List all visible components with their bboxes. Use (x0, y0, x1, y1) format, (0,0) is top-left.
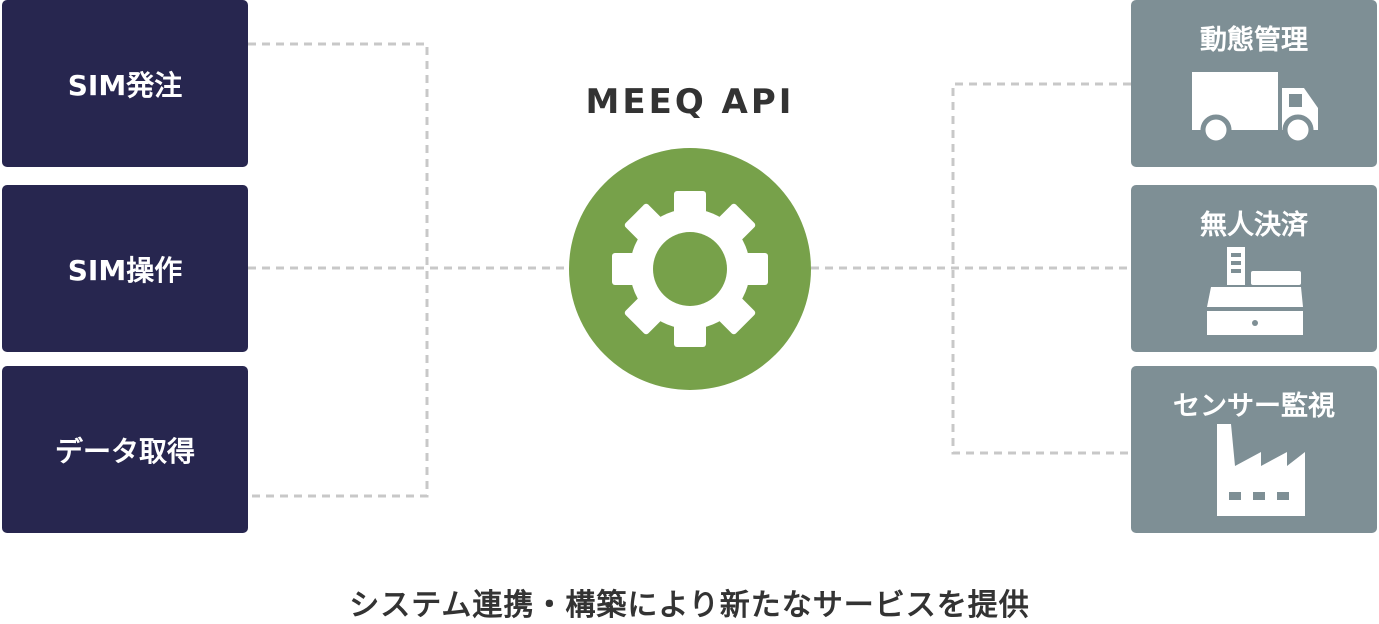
left-box-sim-operation: SIM操作 (2, 185, 248, 352)
right-box-label: センサー監視 (1173, 391, 1335, 422)
left-box-label: データ取得 (54, 434, 195, 468)
connector-right-bracket (951, 82, 1131, 455)
left-box-label: SIM発注 (67, 68, 183, 102)
api-title: MEEQ API (585, 82, 795, 122)
left-box-data-acquisition: データ取得 (2, 366, 248, 533)
cash-register-icon (1207, 247, 1303, 335)
right-box-label: 動態管理 (1200, 25, 1308, 56)
right-box-sensor-monitoring: センサー監視 (1131, 366, 1377, 533)
truck-icon (1192, 72, 1318, 146)
left-box-sim-order: SIM発注 (2, 0, 248, 167)
right-box-fleet-management: 動態管理 (1131, 0, 1377, 167)
gear-icon (612, 191, 768, 347)
api-gear-circle (569, 148, 811, 390)
left-box-label: SIM操作 (67, 253, 183, 287)
factory-icon (1217, 424, 1305, 516)
right-box-label: 無人決済 (1200, 210, 1308, 241)
connector-left-top (248, 42, 429, 498)
caption: システム連携・構築により新たなサービスを提供 (349, 588, 1030, 623)
right-box-unmanned-payment: 無人決済 (1131, 185, 1377, 352)
